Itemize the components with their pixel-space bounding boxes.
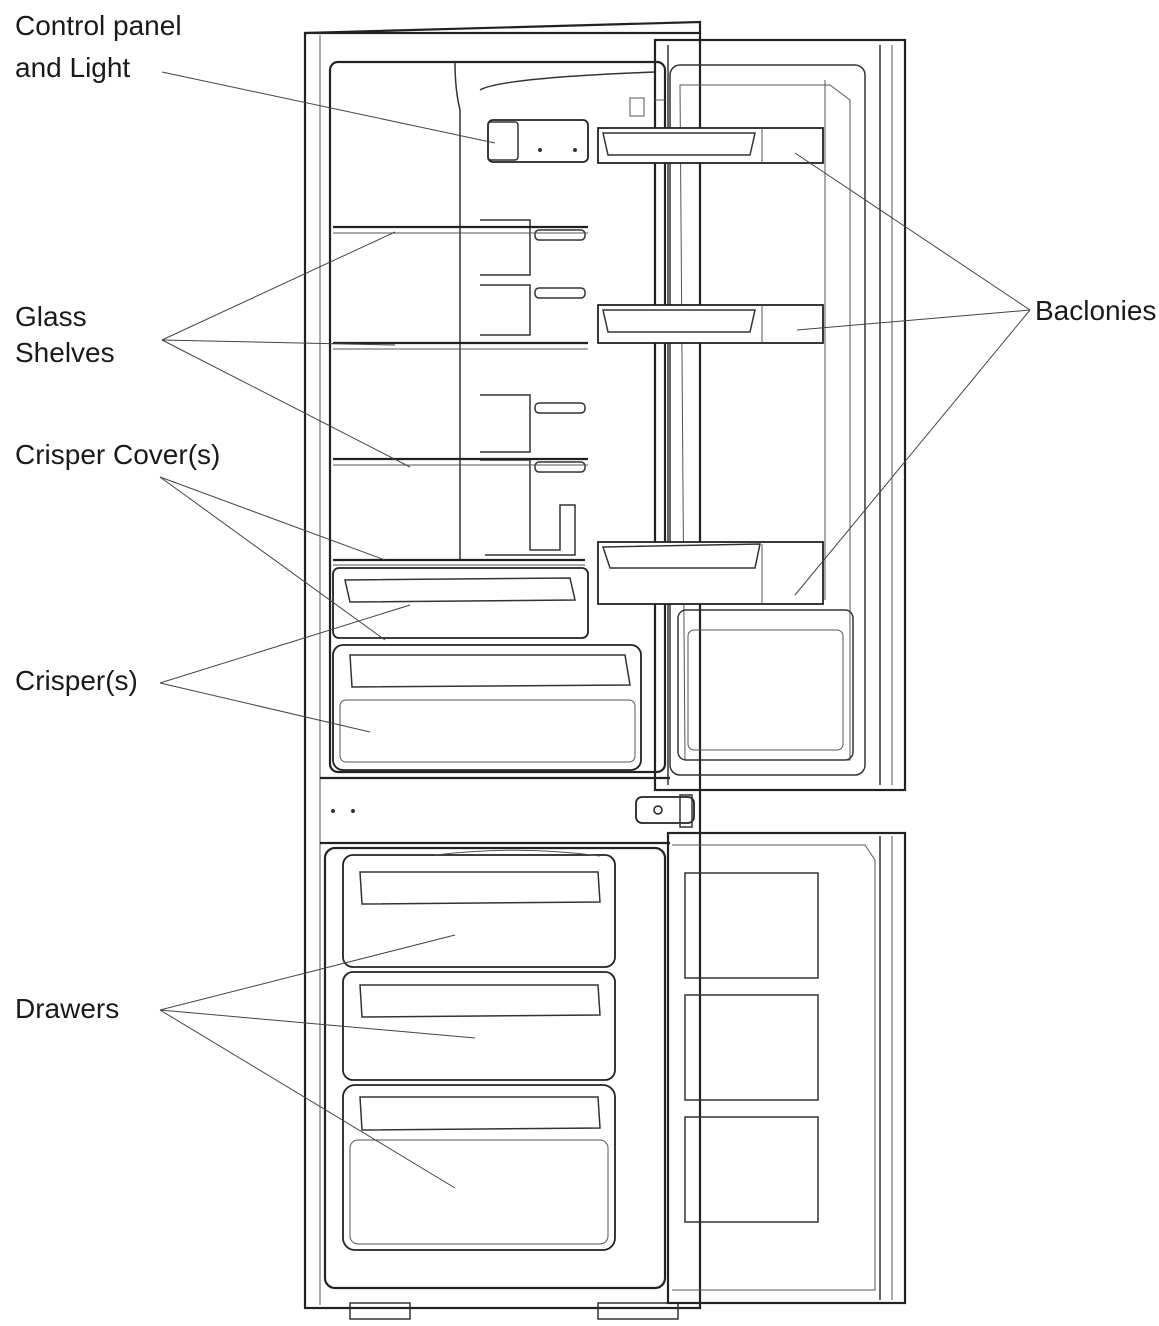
leader-crisper-1 [159, 604, 411, 684]
glass-shelves [333, 225, 588, 466]
crisper-upper [332, 567, 589, 639]
label-balconies: Baclonies [1035, 295, 1156, 326]
label-control-panel-line2: and Light [15, 52, 130, 83]
leader-crisper-cover-2 [159, 476, 386, 641]
freezer-drawer [342, 854, 616, 968]
leader-lines [159, 71, 1031, 1189]
crisper-cover [333, 558, 585, 566]
fridge-door [653, 38, 907, 792]
door-balcony [597, 127, 824, 164]
shelf-supports [480, 219, 586, 556]
leader-drawer-1 [159, 934, 456, 1011]
leader-drawer-3 [159, 1009, 456, 1189]
freezer-drawer [342, 971, 616, 1081]
label-glass-line2: Shelves [15, 337, 115, 368]
label-drawers: Drawers [15, 993, 119, 1024]
label-glass-line1: Glass [15, 301, 87, 332]
leader-drawer-2 [159, 1009, 476, 1039]
leader-glass-shelf-2 [161, 339, 396, 346]
cabinet [303, 20, 702, 1320]
label-crisper-cover: Crisper Cover(s) [15, 439, 220, 470]
glass-shelf [333, 457, 588, 466]
leader-balcony-1 [794, 152, 1031, 311]
door-balcony [597, 304, 824, 344]
door-balconies [597, 127, 824, 605]
control-panel-light [487, 97, 645, 163]
glass-shelf [333, 225, 588, 234]
door-balcony [597, 541, 824, 605]
freezer-drawers [342, 849, 616, 1251]
glass-shelf [333, 341, 588, 350]
crisper-lower [332, 644, 642, 771]
leader-control-panel [161, 71, 496, 144]
leader-crisper-cover-1 [159, 476, 386, 561]
callout-labels: Control panel and Light Glass Shelves Cr… [15, 10, 1156, 1024]
middle-hinge [635, 794, 695, 828]
label-control-panel-line1: Control panel [15, 10, 182, 41]
leader-balcony-2 [796, 309, 1031, 331]
freezer-drawer [342, 1084, 616, 1251]
leader-glass-shelf-1 [161, 231, 396, 341]
freezer-door [666, 831, 907, 1305]
leader-glass-shelf-3 [161, 339, 411, 468]
leader-crisper-2 [159, 682, 371, 733]
leader-balcony-3 [794, 309, 1031, 596]
label-crisper: Crisper(s) [15, 665, 138, 696]
